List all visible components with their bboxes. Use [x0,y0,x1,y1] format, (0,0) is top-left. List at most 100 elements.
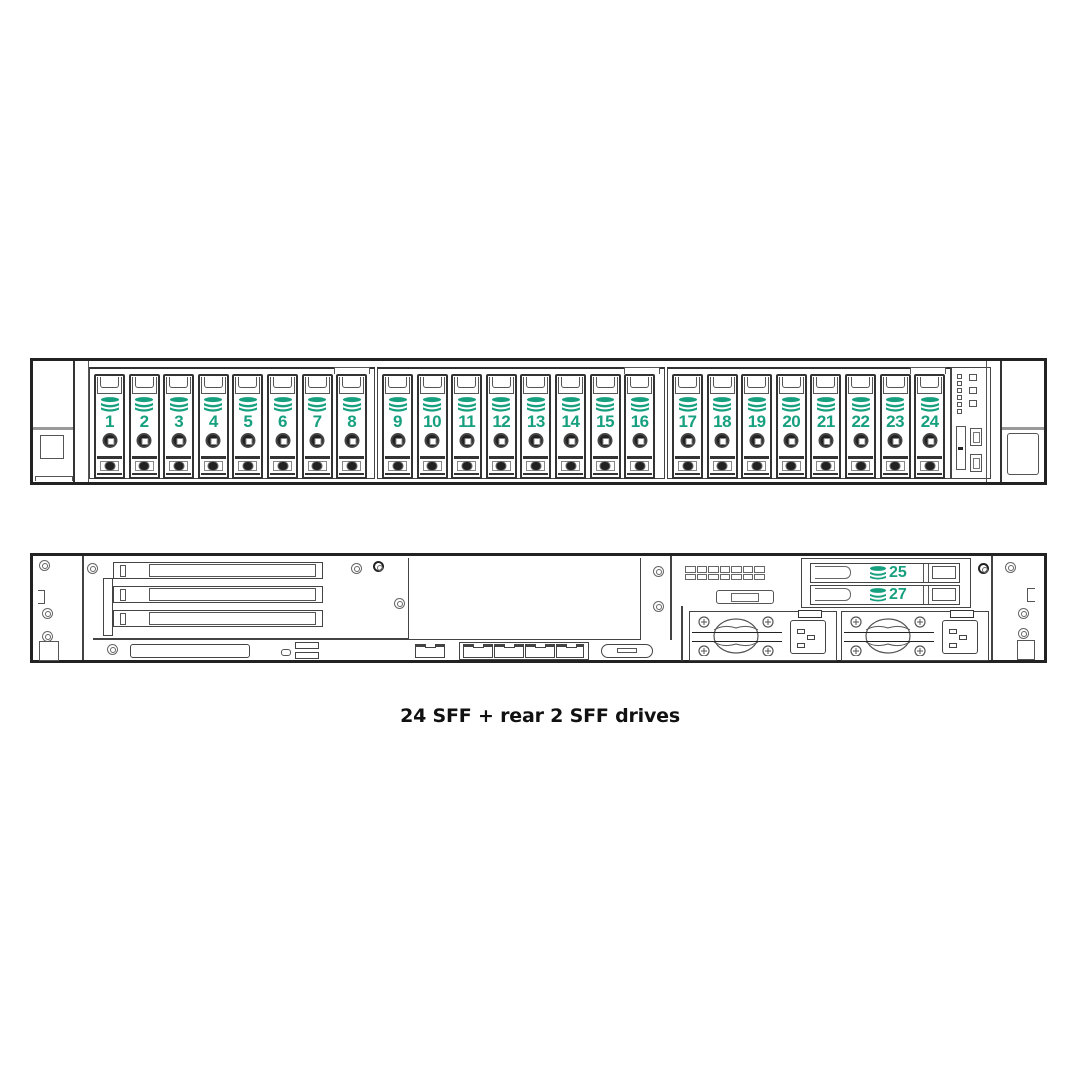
drive-handle[interactable] [709,377,735,394]
drive-release-button-icon[interactable] [493,433,509,448]
drive-release-button-icon[interactable] [783,433,799,448]
drive-release-button-icon[interactable] [390,433,405,448]
drive-release-button-icon[interactable] [459,433,475,448]
drive-bay[interactable]: 19 [741,374,773,479]
drive-bay[interactable]: 5 [232,374,264,479]
drive-bay[interactable]: 3 [163,374,195,479]
drive-release-button-icon[interactable] [563,433,578,448]
drive-bay[interactable]: 21 [810,374,842,479]
drive-handle[interactable] [744,377,770,394]
drive-bay[interactable]: 2 [128,374,160,479]
front-usb-port-2 [970,454,982,472]
drive-release-button-icon[interactable] [275,433,290,448]
drive-number: 4 [208,412,218,431]
drive-handle[interactable] [848,377,873,394]
drive-handle[interactable] [627,377,653,394]
drive-number: 11 [458,412,476,431]
drive-bay[interactable]: 6 [267,374,298,479]
drive-release-button-icon[interactable] [309,433,325,448]
drive-bay[interactable]: 15 [589,374,621,479]
drive-release-button-icon[interactable] [818,433,834,448]
drive-handle[interactable] [778,377,804,394]
drive-handle[interactable] [304,377,330,394]
drive-handle[interactable] [675,377,700,394]
drive-handle[interactable] [882,377,908,394]
drive-handle[interactable] [270,377,295,394]
drive-release-button-icon[interactable] [240,433,256,448]
drive-bay[interactable]: 8 [336,374,368,479]
database-stack-icon [526,397,545,412]
drive-handle[interactable] [166,377,192,394]
power-inlet [942,620,978,654]
drive-bay[interactable]: 18 [706,374,738,479]
database-stack-icon [561,397,580,412]
drive-status-led-icon [599,461,611,471]
drive-release-button-icon[interactable] [632,433,648,448]
drive-number: 5 [243,412,253,431]
psu-release-latch [798,610,822,618]
drive-release-button-icon[interactable] [205,433,221,448]
drive-bay[interactable]: 16 [624,374,656,479]
database-stack-icon [342,397,361,412]
pcie-slot-2 [113,586,323,603]
drive-release-button-icon[interactable] [528,433,544,448]
drive-bay[interactable]: 11 [451,374,483,479]
drive-bay[interactable]: 9 [382,374,413,479]
drive-handle[interactable] [385,377,410,394]
fan-grille-icon [850,616,926,656]
drive-handle[interactable] [813,377,839,394]
drive-status-led-icon [785,461,797,471]
drive-release-button-icon[interactable] [749,433,765,448]
drive-status-led-icon [495,461,507,471]
drive-bay[interactable]: 1 [94,374,125,479]
drive-bay[interactable]: 17 [672,374,703,479]
drive-release-button-icon[interactable] [424,433,440,448]
drive-bay[interactable]: 7 [301,374,333,479]
drive-release-button-icon[interactable] [136,433,152,448]
database-stack-icon [423,397,442,412]
drive-handle[interactable] [454,377,480,394]
drive-release-button-icon[interactable] [102,433,117,448]
drive-bay[interactable]: 12 [485,374,517,479]
drive-release-button-icon[interactable] [853,433,868,448]
drive-bay[interactable]: 20 [775,374,807,479]
drive-handle[interactable] [558,377,583,394]
screw-icon [107,644,118,655]
drive-handle[interactable] [97,377,122,394]
drive-handle[interactable] [200,377,226,394]
drive-bay[interactable]: 10 [416,374,448,479]
drive-handle[interactable] [917,377,943,394]
drive-handle[interactable] [419,377,445,394]
database-stack-icon [388,397,407,412]
drive-status-led-icon [426,461,438,471]
drive-bay[interactable]: 13 [520,374,552,479]
drive-number: 10 [423,412,442,431]
drive-bay[interactable]: 23 [879,374,911,479]
database-stack-icon [457,397,476,412]
database-stack-icon [782,397,801,412]
drive-status-led-icon [855,461,866,471]
drive-handle[interactable] [523,377,549,394]
drive-release-button-icon[interactable] [887,433,903,448]
status-led-column [957,374,962,416]
database-stack-icon [238,397,257,412]
drive-number: 23 [886,412,905,431]
drive-release-button-icon[interactable] [714,433,730,448]
drive-bay[interactable]: 24 [914,374,946,479]
drive-handle[interactable] [235,377,261,394]
drive-handle[interactable] [488,377,514,394]
drive-bay[interactable]: 4 [197,374,229,479]
drive-release-button-icon[interactable] [344,433,360,448]
drive-bay[interactable]: 14 [555,374,586,479]
network-port-3 [525,644,555,658]
drive-release-button-icon[interactable] [171,433,187,448]
drive-status-led-icon [242,461,254,471]
drive-handle[interactable] [131,377,157,394]
drive-handle[interactable] [339,377,365,394]
drive-bay[interactable]: 22 [845,374,876,479]
drive-handle[interactable] [592,377,618,394]
drive-release-button-icon[interactable] [597,433,613,448]
drive-release-button-icon[interactable] [922,433,938,448]
drive-release-button-icon[interactable] [680,433,695,448]
